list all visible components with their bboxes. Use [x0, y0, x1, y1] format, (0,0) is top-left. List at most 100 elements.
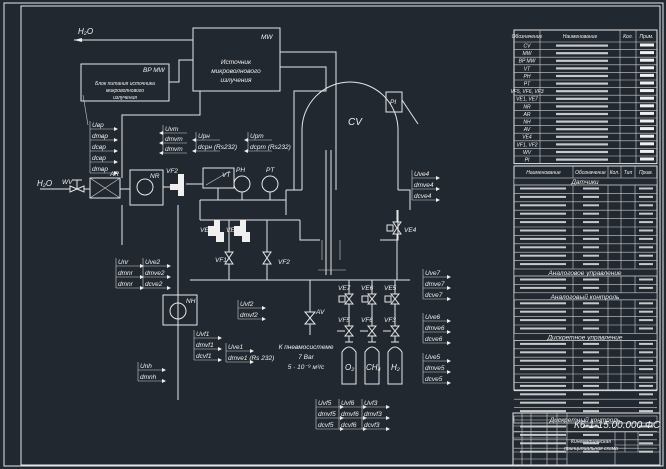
signal-label: dmve7: [425, 281, 445, 288]
signal-label: dcvf3: [364, 422, 380, 429]
note-mark: [640, 51, 654, 55]
name-cell-text: [556, 158, 608, 161]
signal-label: dmvf6: [341, 411, 359, 418]
row-text: [639, 425, 653, 428]
row-text: [583, 246, 599, 249]
arrow-icon: [74, 38, 82, 42]
vf2-valve-icon: [262, 251, 272, 265]
valve-actuator: [338, 295, 346, 303]
note-mark: [640, 127, 654, 131]
arrow-icon: [436, 187, 440, 191]
cylinder-o2-label: O₂: [345, 363, 354, 372]
signal-label: dcve7: [425, 292, 443, 299]
row-text: [583, 254, 599, 257]
vf5-label: VF5: [338, 317, 350, 324]
row-text: [520, 393, 566, 396]
note-mark: [640, 111, 654, 115]
section-title: Аналоговый контроль: [550, 293, 620, 301]
signal-label: dmvf1: [196, 342, 214, 349]
signal-label: dmвр: [92, 133, 108, 140]
row-text: [583, 212, 599, 215]
ve4-actuator: [386, 224, 394, 232]
arrow-icon: [262, 317, 266, 321]
row-text: [639, 310, 653, 313]
table-header: Наименование: [563, 34, 598, 40]
arrow-icon: [114, 127, 118, 131]
signal-label: Uвр: [92, 122, 104, 129]
signal-label: dcve5: [425, 376, 443, 383]
ve2-label: VE2: [226, 227, 239, 234]
signal-table-frame: [513, 165, 658, 391]
arrow-icon: [167, 275, 171, 279]
mw-code: MW: [261, 34, 273, 41]
row-text: [639, 384, 653, 387]
signal-label: Uve1: [228, 344, 244, 351]
av-valve-icon: [303, 280, 317, 335]
arrow-icon: [167, 264, 171, 268]
note-mark: [640, 89, 654, 93]
row-text: [583, 368, 599, 371]
row-text: [583, 204, 599, 207]
bp-mw-code: BP MW: [143, 67, 166, 74]
pipe: [121, 183, 203, 400]
signal-label: dcрт (Rs232): [250, 144, 291, 151]
pi-label: PI: [390, 99, 396, 106]
note-mark: [640, 142, 654, 146]
row-text: [583, 401, 599, 404]
row-text: [583, 425, 599, 428]
row-text: [520, 278, 566, 281]
pi-leader: [401, 99, 419, 125]
ve4-valve-icon: [392, 221, 402, 235]
row-text: [639, 442, 653, 445]
arrow-icon: [244, 149, 248, 153]
note-mark: [640, 73, 654, 77]
name-cell-text: [556, 150, 608, 154]
row-text: [520, 254, 566, 257]
note-mark: [640, 81, 654, 85]
name-cell-text: [556, 90, 608, 93]
section-title: Аналоговое управление: [547, 270, 621, 277]
signal-label: Unr: [118, 259, 129, 266]
signal-label: dmvf3: [364, 411, 382, 418]
leader-line: [82, 94, 89, 126]
table-header: Обозначение: [575, 170, 606, 176]
note-mark: [640, 157, 654, 161]
bp-mw-line: излучения: [113, 95, 137, 101]
row-text: [520, 442, 566, 445]
central-rod: [325, 150, 332, 275]
arrow-icon: [250, 360, 254, 364]
row-text: [520, 229, 566, 232]
name-cell-text: [556, 82, 608, 85]
arrow-icon: [114, 171, 118, 175]
section-title: Дискретный контроль: [549, 416, 621, 424]
table-header: Обозначение: [512, 34, 543, 40]
name-cell-text: [556, 112, 608, 116]
section-title: Датчики: [570, 179, 599, 186]
row-text: [520, 195, 566, 198]
ar-cross: [89, 177, 121, 199]
arrow-icon: [218, 358, 222, 362]
row-text: [583, 433, 599, 436]
row-text: [520, 342, 566, 345]
row-text: [520, 212, 566, 215]
name-cell-text: [556, 97, 608, 100]
av-label: AV: [315, 309, 325, 316]
designation-cell: PH: [524, 74, 531, 80]
arrow-icon: [262, 306, 266, 310]
signal-label: dcve6: [425, 336, 443, 343]
arrow-icon: [162, 379, 166, 383]
name-cell-text: [556, 44, 608, 47]
signal-label: dmnr: [118, 281, 134, 288]
arrow-icon: [114, 138, 118, 142]
designation-cell: VF5, VF6, VF3: [510, 89, 543, 95]
waveguide: [280, 51, 337, 190]
row-text: [520, 359, 566, 362]
name-cell-text: [556, 120, 608, 123]
name-cell-text: [556, 128, 608, 131]
